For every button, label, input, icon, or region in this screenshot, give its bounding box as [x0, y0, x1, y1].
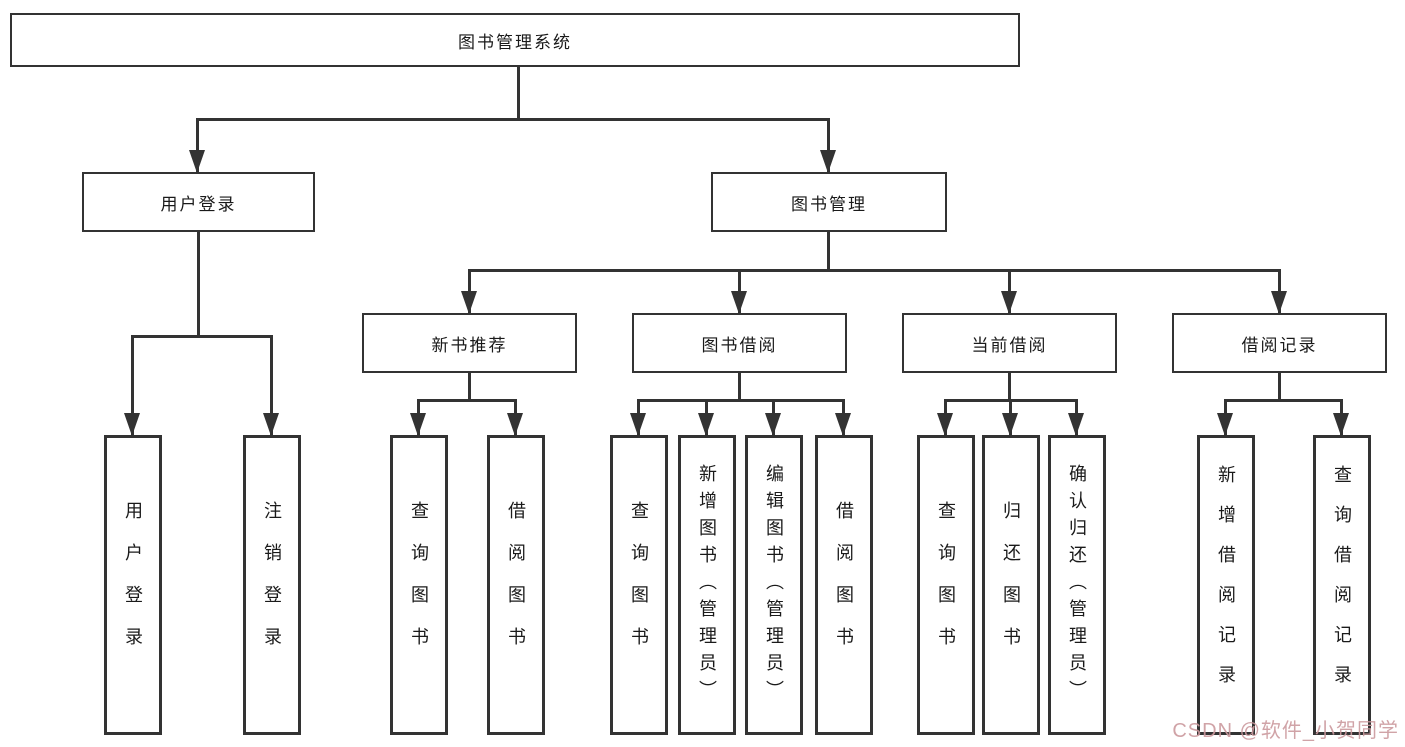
leaf-logout-label: 注销登录: [262, 501, 282, 669]
arrowhead-down-icon: [731, 291, 747, 314]
connector-line: [196, 118, 830, 121]
leaf-query-book-current-label: 查询图书: [936, 501, 956, 669]
arrowhead-down-icon: [189, 150, 205, 173]
leaf-borrow-book-rec-label: 借阅图书: [506, 501, 526, 669]
node-leaf-query-book-rec: 查询图书: [390, 435, 448, 735]
arrowhead-down-icon: [1068, 413, 1084, 436]
node-current-borrow: 当前借阅: [902, 313, 1117, 373]
arrowhead-down-icon: [1217, 413, 1233, 436]
node-leaf-query-borrow-record: 查询借阅记录: [1313, 435, 1371, 735]
connector-line: [197, 232, 200, 338]
user-login-group-label: 用户登录: [160, 194, 237, 214]
new-book-rec-label: 新书推荐: [431, 335, 508, 355]
node-user-login-group: 用户登录: [82, 172, 315, 232]
connector-line: [468, 373, 471, 402]
connector-line: [1224, 399, 1343, 402]
arrowhead-down-icon: [630, 413, 646, 436]
node-leaf-borrow-book-borrow: 借阅图书: [815, 435, 873, 735]
node-new-book-rec: 新书推荐: [362, 313, 577, 373]
node-leaf-query-book-current: 查询图书: [917, 435, 975, 735]
arrowhead-down-icon: [1001, 291, 1017, 314]
node-leaf-confirm-return-admin: 确认归还（管理员）: [1048, 435, 1106, 735]
node-book-borrow: 图书借阅: [632, 313, 847, 373]
node-root: 图书管理系统: [10, 13, 1020, 67]
arrowhead-down-icon: [1271, 291, 1287, 314]
leaf-user-login-label: 用户登录: [123, 501, 143, 669]
node-book-mgmt-group: 图书管理: [711, 172, 947, 232]
arrowhead-down-icon: [461, 291, 477, 314]
leaf-query-book-rec-label: 查询图书: [409, 501, 429, 669]
leaf-add-borrow-record-label: 新增借阅记录: [1216, 465, 1236, 705]
leaf-confirm-return-admin-label: 确认归还（管理员）: [1067, 463, 1087, 707]
leaf-edit-book-admin-label: 编辑图书（管理员）: [764, 463, 784, 707]
node-leaf-return-book: 归还图书: [982, 435, 1040, 735]
connector-line: [131, 335, 273, 338]
arrowhead-down-icon: [124, 413, 140, 436]
current-borrow-label: 当前借阅: [971, 335, 1048, 355]
connector-line: [196, 118, 199, 172]
node-leaf-edit-book-admin: 编辑图书（管理员）: [745, 435, 803, 735]
leaf-add-book-admin-label: 新增图书（管理员）: [697, 463, 717, 707]
arrowhead-down-icon: [507, 413, 523, 436]
connector-line: [1008, 373, 1011, 402]
arrowhead-down-icon: [698, 413, 714, 436]
connector-line: [827, 118, 830, 172]
book-borrow-label: 图书借阅: [701, 335, 778, 355]
arrowhead-down-icon: [263, 413, 279, 436]
arrowhead-down-icon: [1002, 413, 1018, 436]
node-leaf-user-login: 用户登录: [104, 435, 162, 735]
connector-line: [827, 232, 830, 272]
leaf-borrow-book-borrow-label: 借阅图书: [834, 501, 854, 669]
connector-line: [637, 399, 845, 402]
connector-line: [517, 67, 520, 121]
connector-line: [131, 335, 134, 435]
connector-line: [468, 269, 1281, 272]
connector-line: [1278, 373, 1281, 402]
node-leaf-add-borrow-record: 新增借阅记录: [1197, 435, 1255, 735]
book-mgmt-group-label: 图书管理: [791, 194, 867, 214]
node-borrow-records: 借阅记录: [1172, 313, 1387, 373]
arrowhead-down-icon: [410, 413, 426, 436]
arrowhead-down-icon: [937, 413, 953, 436]
borrow-records-label: 借阅记录: [1241, 335, 1318, 355]
csdn-watermark: CSDN @软件_小贺同学: [1172, 720, 1399, 742]
leaf-query-book-borrow-label: 查询图书: [629, 501, 649, 669]
connector-line: [270, 335, 273, 435]
arrowhead-down-icon: [820, 150, 836, 173]
root-label: 图书管理系统: [458, 32, 572, 52]
node-leaf-add-book-admin: 新增图书（管理员）: [678, 435, 736, 735]
node-leaf-logout: 注销登录: [243, 435, 301, 735]
leaf-return-book-label: 归还图书: [1001, 501, 1021, 669]
connector-line: [417, 399, 517, 402]
connector-line: [738, 373, 741, 402]
node-leaf-query-book-borrow: 查询图书: [610, 435, 668, 735]
arrowhead-down-icon: [835, 413, 851, 436]
leaf-query-borrow-record-label: 查询借阅记录: [1332, 465, 1352, 705]
node-leaf-borrow-book-rec: 借阅图书: [487, 435, 545, 735]
arrowhead-down-icon: [765, 413, 781, 436]
arrowhead-down-icon: [1333, 413, 1349, 436]
